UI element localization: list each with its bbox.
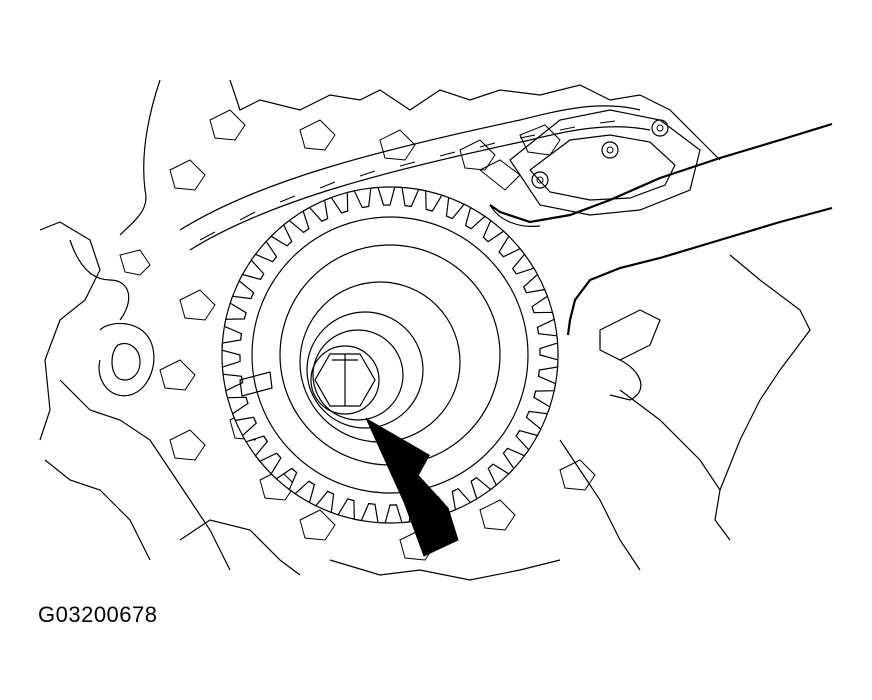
sprocket-teeth xyxy=(221,186,559,524)
bracket-assembly xyxy=(479,109,701,216)
locating-pin xyxy=(239,371,273,397)
chain-guide xyxy=(179,105,651,251)
figure-id-label: G03200678 xyxy=(38,602,158,627)
technical-illustration xyxy=(39,79,833,581)
holding-tool xyxy=(489,122,833,336)
camshaft-sprocket xyxy=(221,186,559,524)
engine-casting xyxy=(39,79,811,581)
bolt-icon xyxy=(601,141,619,159)
bolt-icon xyxy=(651,119,669,137)
pointer-arrow xyxy=(365,417,459,557)
bolt-icon xyxy=(531,171,549,189)
sprocket-tooth-profile xyxy=(221,186,559,524)
illustration-svg xyxy=(39,79,833,581)
sprocket-bolt xyxy=(310,345,380,415)
